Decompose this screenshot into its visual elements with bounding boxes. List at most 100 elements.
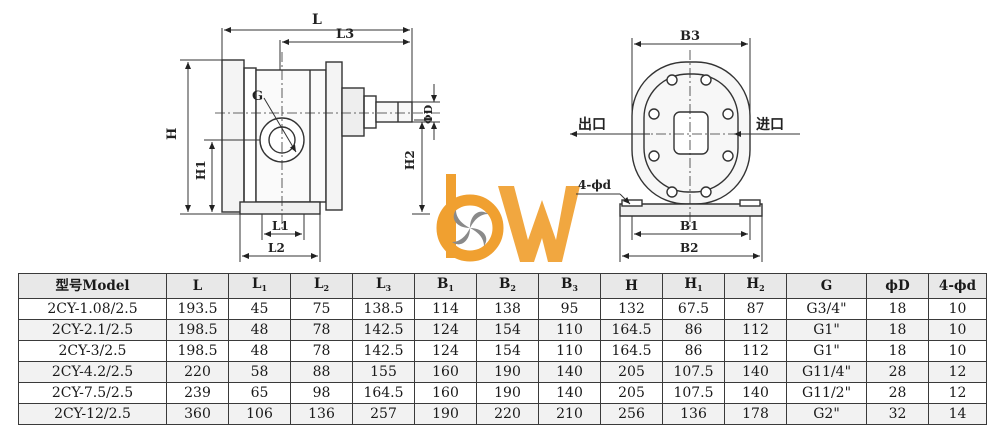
value-cell: 164.5 [352, 382, 415, 404]
value-cell: G1" [786, 319, 867, 341]
value-cell: 124 [414, 340, 477, 362]
column-header: L3 [352, 273, 415, 299]
dim-B2-label: B2 [680, 241, 699, 255]
value-cell: 98 [290, 382, 353, 404]
value-cell: 154 [476, 340, 539, 362]
dim-B1-label: B1 [680, 219, 699, 233]
column-header-label: L [251, 276, 262, 292]
value-cell: 190 [414, 403, 477, 425]
dim-L2-label: L2 [268, 241, 285, 255]
value-cell: 140 [724, 361, 787, 383]
value-cell: 112 [724, 340, 787, 362]
dim-H2-label: H2 [403, 150, 417, 170]
value-cell: 28 [866, 382, 929, 404]
value-cell: 257 [352, 403, 415, 425]
value-cell: 87 [724, 298, 787, 320]
value-cell: 140 [724, 382, 787, 404]
model-cell: 2CY-4.2/2.5 [18, 361, 167, 383]
front-view-dimensions [570, 38, 800, 262]
value-cell: 10 [928, 298, 987, 320]
value-cell: 138 [476, 298, 539, 320]
inlet-label: 进口 [756, 117, 784, 133]
value-cell: 12 [928, 382, 987, 404]
value-cell: 164.5 [600, 340, 663, 362]
column-header-label: B [499, 276, 511, 292]
front-view [619, 50, 763, 230]
value-cell: 360 [166, 403, 229, 425]
column-header: L1 [228, 273, 291, 299]
dim-holes-label: 4-ϕd [578, 178, 612, 192]
value-cell: 14 [928, 403, 987, 425]
value-cell: 110 [538, 340, 601, 362]
column-header-label: 4-ϕd [938, 278, 977, 294]
value-cell: 160 [414, 382, 477, 404]
value-cell: 45 [228, 298, 291, 320]
value-cell: 106 [228, 403, 291, 425]
value-cell: 142.5 [352, 340, 415, 362]
value-cell: 193.5 [166, 298, 229, 320]
value-cell: G2" [786, 403, 867, 425]
column-header-subscript: 1 [261, 283, 268, 293]
value-cell: 12 [928, 361, 987, 383]
side-view [215, 52, 440, 230]
value-cell: 18 [866, 319, 929, 341]
column-header: H2 [724, 273, 787, 299]
dim-H-label: H [165, 128, 180, 140]
value-cell: 86 [662, 319, 725, 341]
column-header-label: ϕD [885, 278, 910, 294]
value-cell: 10 [928, 319, 987, 341]
column-header-subscript: 2 [759, 283, 765, 293]
value-cell: 136 [290, 403, 353, 425]
value-cell: 164.5 [600, 319, 663, 341]
column-header-subscript: 2 [323, 283, 330, 293]
dim-L3-label: L3 [336, 27, 354, 42]
value-cell: 48 [228, 340, 291, 362]
column-header-label: L [375, 276, 386, 292]
value-cell: 110 [538, 319, 601, 341]
value-cell: 154 [476, 319, 539, 341]
column-header-label: H [684, 276, 698, 292]
dim-phiD-label: ΦD [422, 104, 435, 124]
model-cell: 2CY-2.1/2.5 [18, 319, 167, 341]
column-header-label: H [746, 276, 760, 292]
column-header: G [786, 273, 867, 299]
column-header-label: B [437, 276, 449, 292]
column-header: ϕD [866, 273, 929, 299]
outlet-label: 出口 [578, 116, 606, 133]
model-cell: 2CY-3/2.5 [18, 340, 167, 362]
column-header: L2 [290, 273, 353, 299]
value-cell: 256 [600, 403, 663, 425]
column-header-label: L [192, 278, 203, 294]
value-cell: 205 [600, 361, 663, 383]
value-cell: 78 [290, 319, 353, 341]
value-cell: 67.5 [662, 298, 725, 320]
value-cell: 32 [866, 403, 929, 425]
value-cell: 114 [414, 298, 477, 320]
column-header: B1 [414, 273, 477, 299]
value-cell: 205 [600, 382, 663, 404]
technical-drawing: L L3 H H1 H2 G ΦD L1 L2 [165, 12, 800, 262]
value-cell: 142.5 [352, 319, 415, 341]
brand-logo [436, 174, 580, 262]
column-header-subscript: 2 [510, 283, 516, 293]
value-cell: 239 [166, 382, 229, 404]
column-header-label: G [820, 278, 833, 294]
dim-L1-label: L1 [272, 219, 289, 233]
value-cell: 140 [538, 382, 601, 404]
value-cell: G1" [786, 340, 867, 362]
value-cell: 220 [166, 361, 229, 383]
value-cell: 138.5 [352, 298, 415, 320]
dim-B3-label: B3 [680, 29, 700, 44]
column-header-subscript: 3 [572, 283, 578, 293]
value-cell: 107.5 [662, 382, 725, 404]
side-view-dimensions [180, 27, 440, 262]
column-header-label: L [313, 276, 324, 292]
value-cell: 86 [662, 340, 725, 362]
value-cell: 132 [600, 298, 663, 320]
